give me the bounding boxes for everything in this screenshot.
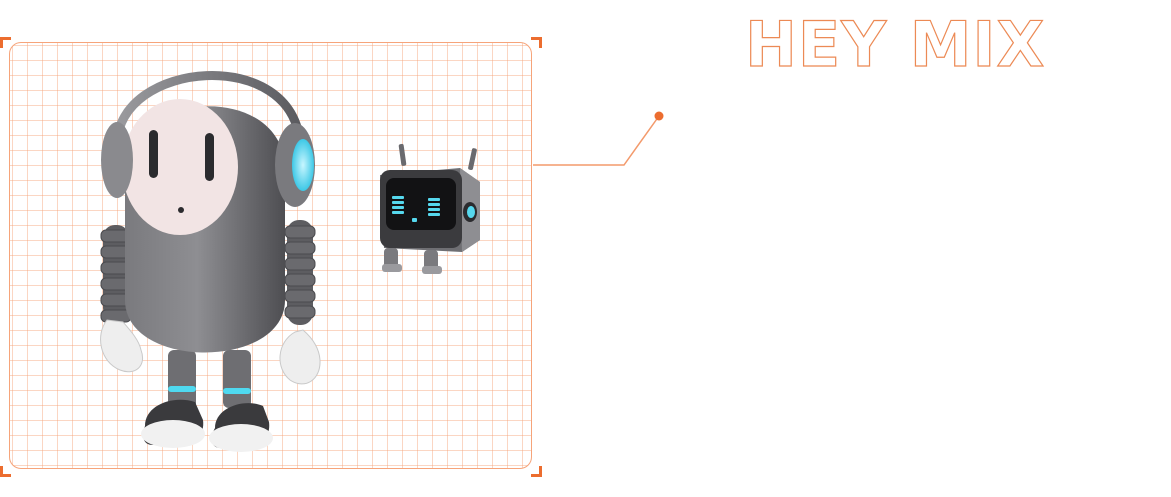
corner-mark-top-right: [531, 37, 542, 48]
headphone-robot-icon: [100, 71, 321, 452]
corner-mark-bottom-left: [0, 466, 11, 477]
corner-mark-bottom-right: [531, 466, 542, 477]
connector-dot: [654, 111, 664, 121]
corner-mark-top-left: [0, 37, 11, 48]
cube-robot-icon: [380, 143, 480, 274]
page-title: HEY MIX: [744, 8, 1046, 81]
